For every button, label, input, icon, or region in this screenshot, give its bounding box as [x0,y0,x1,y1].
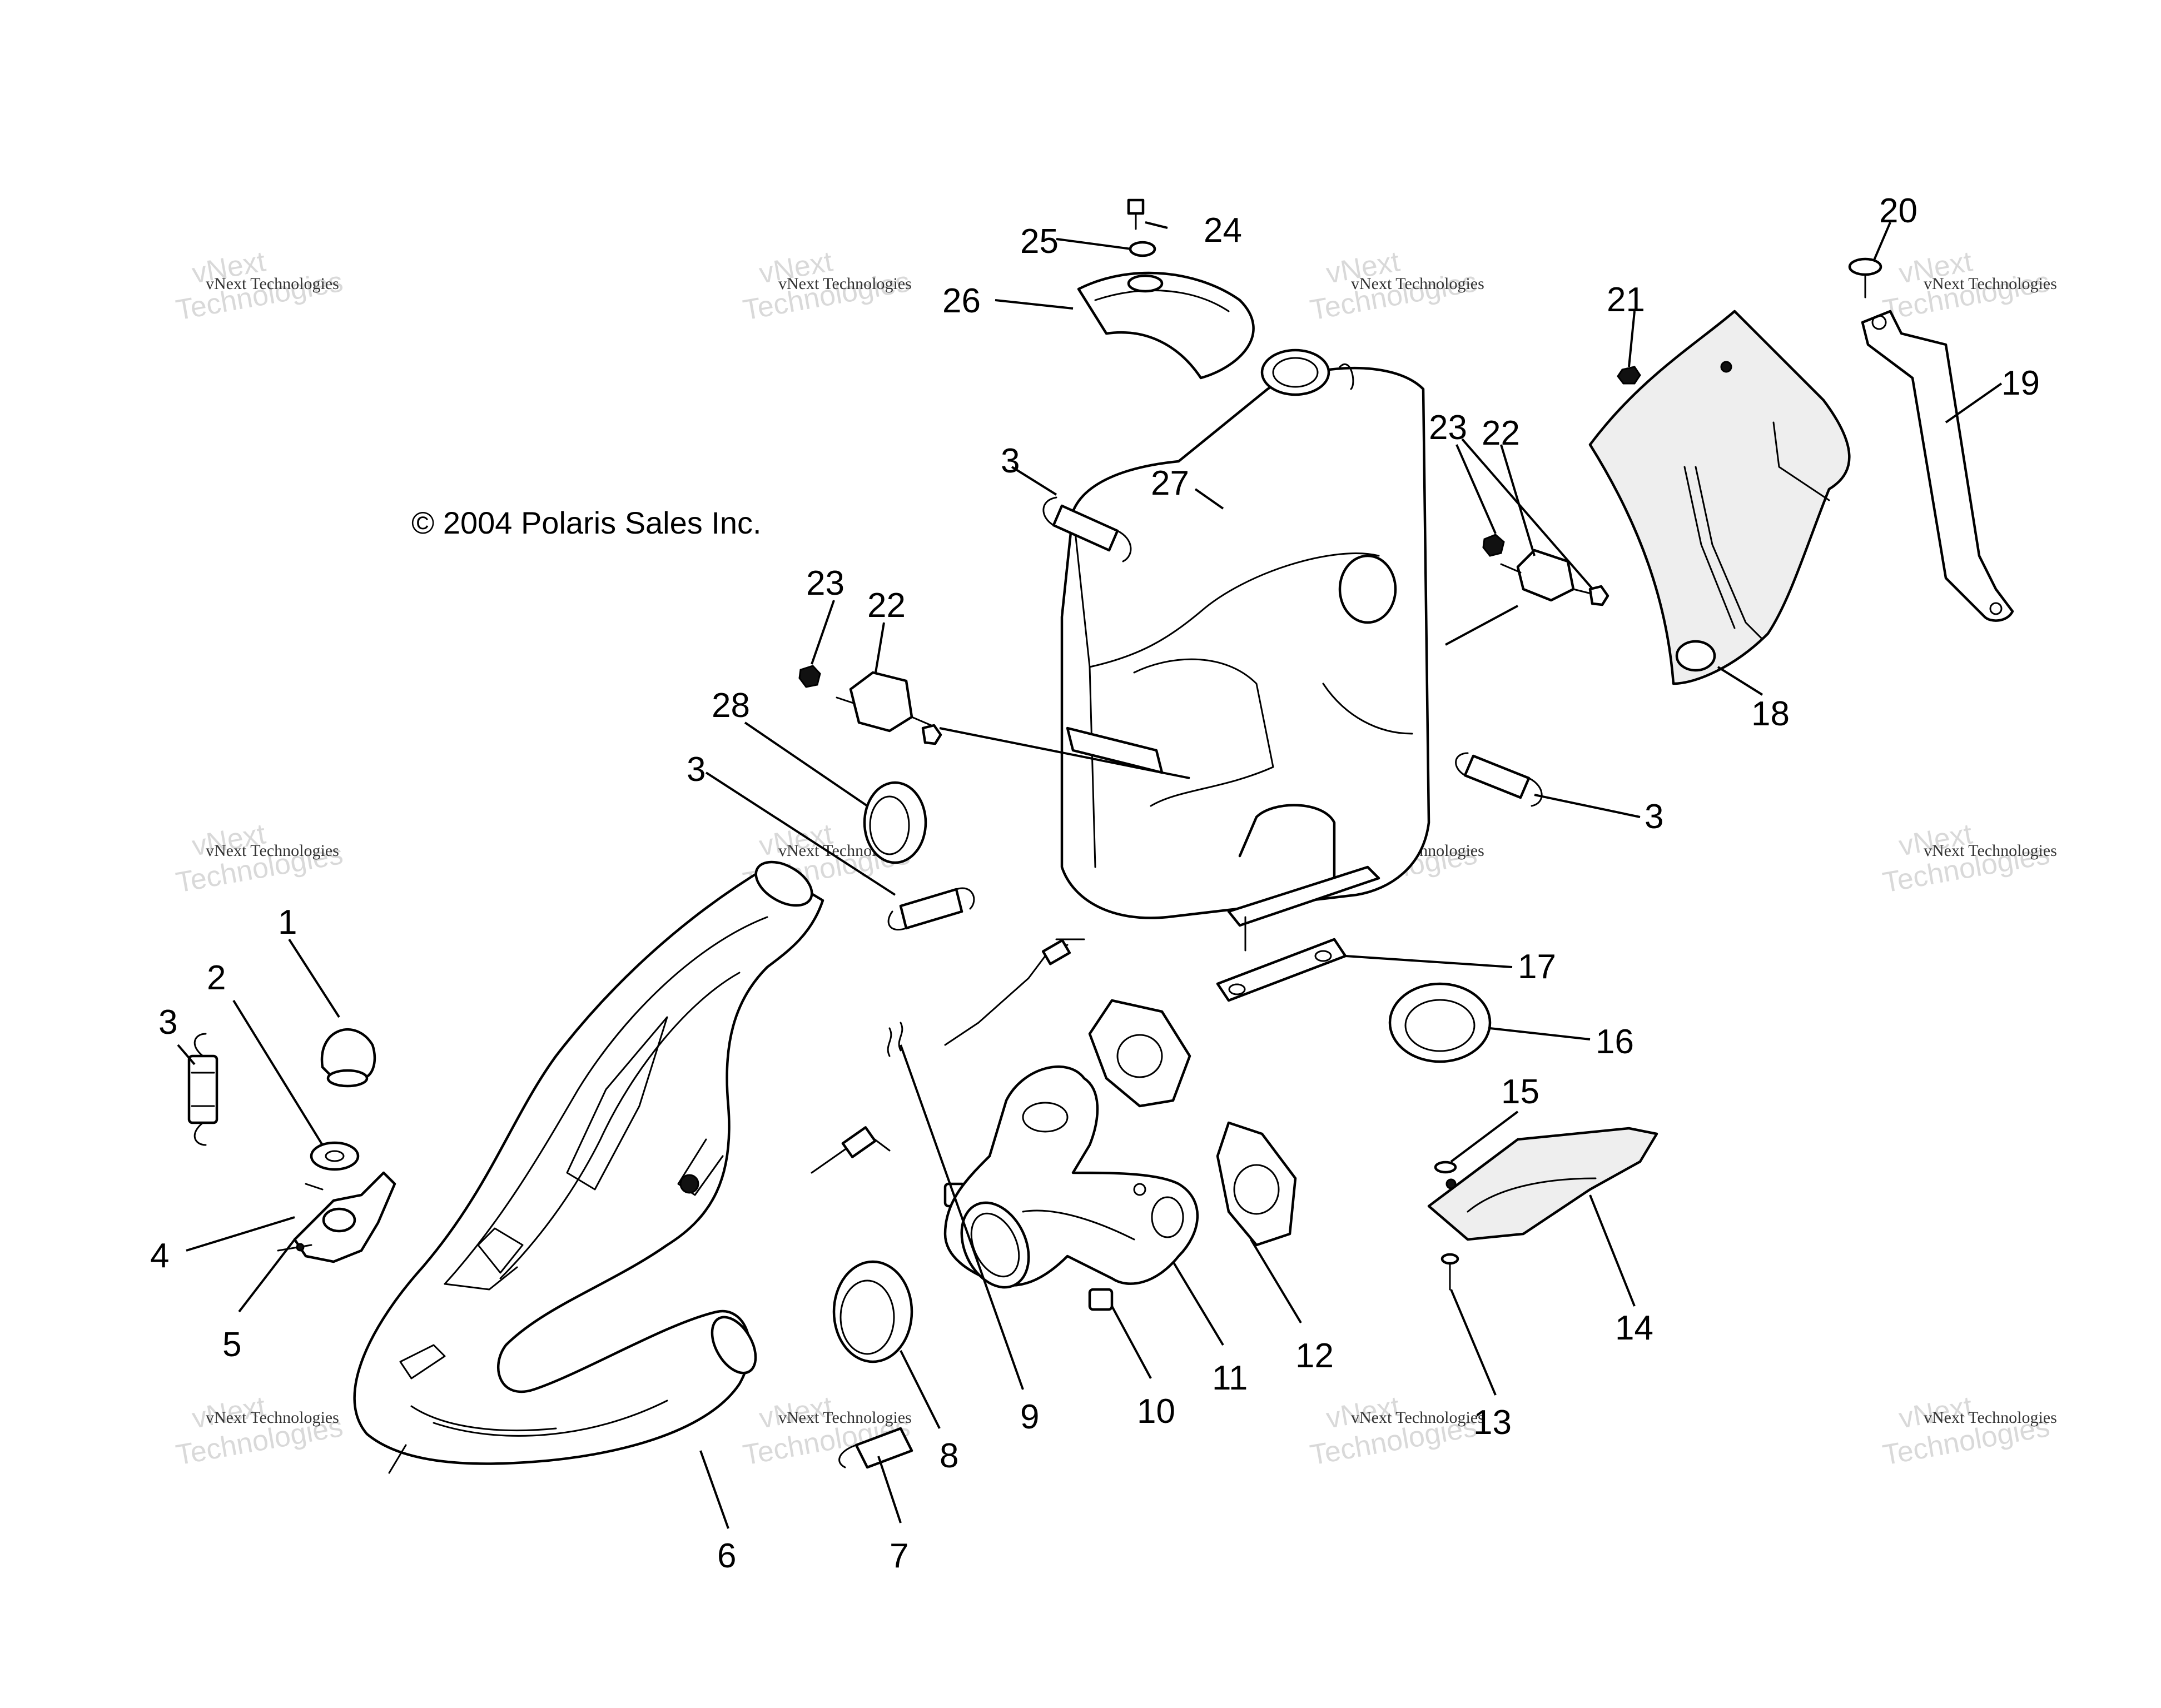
callout-16: 16 [1596,1023,1634,1061]
part-3-spring-right [1455,752,1543,807]
callout-22-left: 22 [867,586,906,625]
part-12-gasket-lower [1216,1121,1297,1247]
callout-13: 13 [1473,1403,1512,1442]
part-25-washer [1129,241,1156,257]
callout-7: 7 [890,1537,908,1575]
part-14-skid-plate [1427,1127,1658,1241]
callout-3-mid: 3 [687,750,706,789]
part-17-mounting-plate [1216,938,1347,1002]
part-3-spring-top [1042,496,1132,562]
part-13-screw [1440,1253,1459,1291]
watermark-9-small: vNext Technologies [206,1408,339,1427]
callout-28: 28 [712,686,750,725]
part-8-seal-ring [832,1260,913,1363]
callout-3-left: 3 [158,1003,177,1042]
callout-1: 1 [278,903,297,942]
watermark-12-small: vNext Technologies [1924,1408,2057,1427]
watermark-3-small: vNext Technologies [1351,275,1484,293]
callout-10: 10 [1137,1392,1175,1431]
callout-20: 20 [1879,192,1917,230]
part-23-nut-left [798,665,821,688]
callout-11: 11 [1212,1359,1248,1397]
callout-3-top: 3 [1001,442,1020,480]
part-12-gasket-upper [1088,999,1191,1108]
callout-5: 5 [222,1326,241,1364]
part-2-washer [310,1141,360,1171]
watermark-2-small: vNext Technologies [778,275,912,293]
watermark-8-small: vNext Technologies [1924,841,2057,860]
callout-labels: 1 2 3 3 3 3 4 5 6 7 8 9 10 11 12 13 14 1… [150,192,2040,1575]
part-28-seal-ring [863,781,927,864]
part-22-rubber-mount-left [836,671,942,745]
callout-17: 17 [1518,948,1556,986]
part-4-bracket [293,1171,396,1263]
callout-19: 19 [2001,364,2040,402]
callout-21: 21 [1607,281,1645,319]
callout-9: 9 [1020,1398,1039,1436]
watermark-11-small: vNext Technologies [1351,1408,1484,1427]
callout-12: 12 [1295,1337,1334,1375]
watermark-10-small: vNext Technologies [778,1408,912,1427]
callout-6: 6 [717,1537,736,1575]
callout-4: 4 [150,1237,169,1275]
part-23-nut-right [1482,534,1505,557]
callout-26: 26 [942,282,981,320]
part-16-seal-ring [1388,982,1492,1063]
part-6-expansion-chamber [353,860,824,1474]
callout-25: 25 [1020,222,1059,261]
part-1-cap [320,1028,376,1088]
callout-18: 18 [1751,695,1790,733]
watermark-1-small: vNext Technologies [206,275,339,293]
part-18-heat-shield [1588,310,1851,685]
part-3-spring-left [187,1033,218,1146]
callout-15: 15 [1501,1073,1539,1111]
part-5-pin [277,1243,312,1252]
callout-14: 14 [1615,1309,1653,1347]
part-10-bolt-lower [1088,1288,1114,1311]
watermark-4-small: vNext Technologies [1924,275,2057,293]
part-15-clip [1434,1161,1457,1174]
part-24-screw [1127,198,1145,230]
callout-3-right: 3 [1645,798,1663,836]
copyright-notice: © 2004 Polaris Sales Inc. [411,505,762,540]
callout-22-right: 22 [1482,414,1520,452]
leader-lines [177,221,2003,1529]
callout-23-left: 23 [806,564,844,602]
part-7-spring-clip [838,1427,913,1469]
callout-2: 2 [207,959,226,997]
part-22-rubber-mount-right [1500,549,1609,606]
part-19-bracket [1861,310,2014,622]
callout-23-right: 23 [1429,409,1467,447]
callout-27: 27 [1151,464,1189,502]
callout-24: 24 [1204,211,1242,250]
part-9-sensor [811,938,1085,1174]
part-26-heat-shield-cap [1077,271,1255,380]
part-3-spring-mid [887,887,975,931]
part-27-muffler [1060,348,1430,952]
part-20-bolt [1848,257,1882,298]
callout-8: 8 [940,1437,958,1475]
watermark-5-small: vNext Technologies [206,841,339,860]
part-21-nut [1617,366,1641,385]
